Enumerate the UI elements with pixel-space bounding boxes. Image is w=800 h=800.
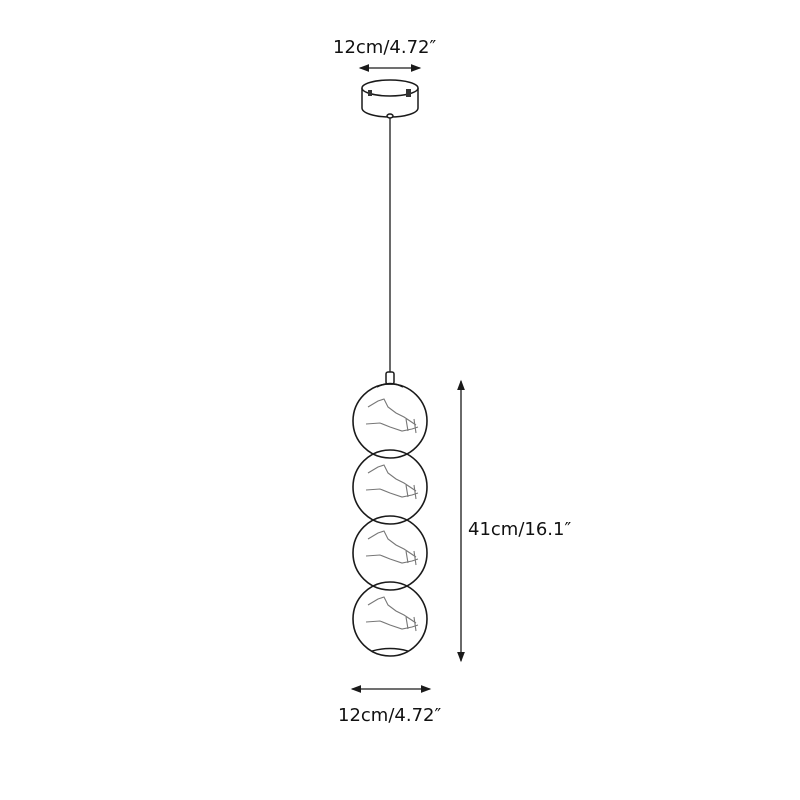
crackle-pattern — [365, 596, 419, 632]
globe — [352, 515, 428, 591]
globe-bottom-opening — [371, 647, 409, 652]
crackle-pattern — [365, 464, 419, 500]
globe — [352, 449, 428, 525]
globe — [352, 383, 428, 459]
crackle-pattern — [365, 398, 419, 434]
shade-width-label: 12cm/4.72″ — [338, 705, 442, 726]
height-label: 41cm/16.1″ — [468, 519, 572, 540]
globe — [352, 581, 428, 657]
canopy-width-label: 12cm/4.72″ — [333, 37, 437, 58]
ceiling-canopy — [361, 79, 419, 119]
glass-globes — [352, 383, 428, 657]
crackle-pattern — [365, 530, 419, 566]
